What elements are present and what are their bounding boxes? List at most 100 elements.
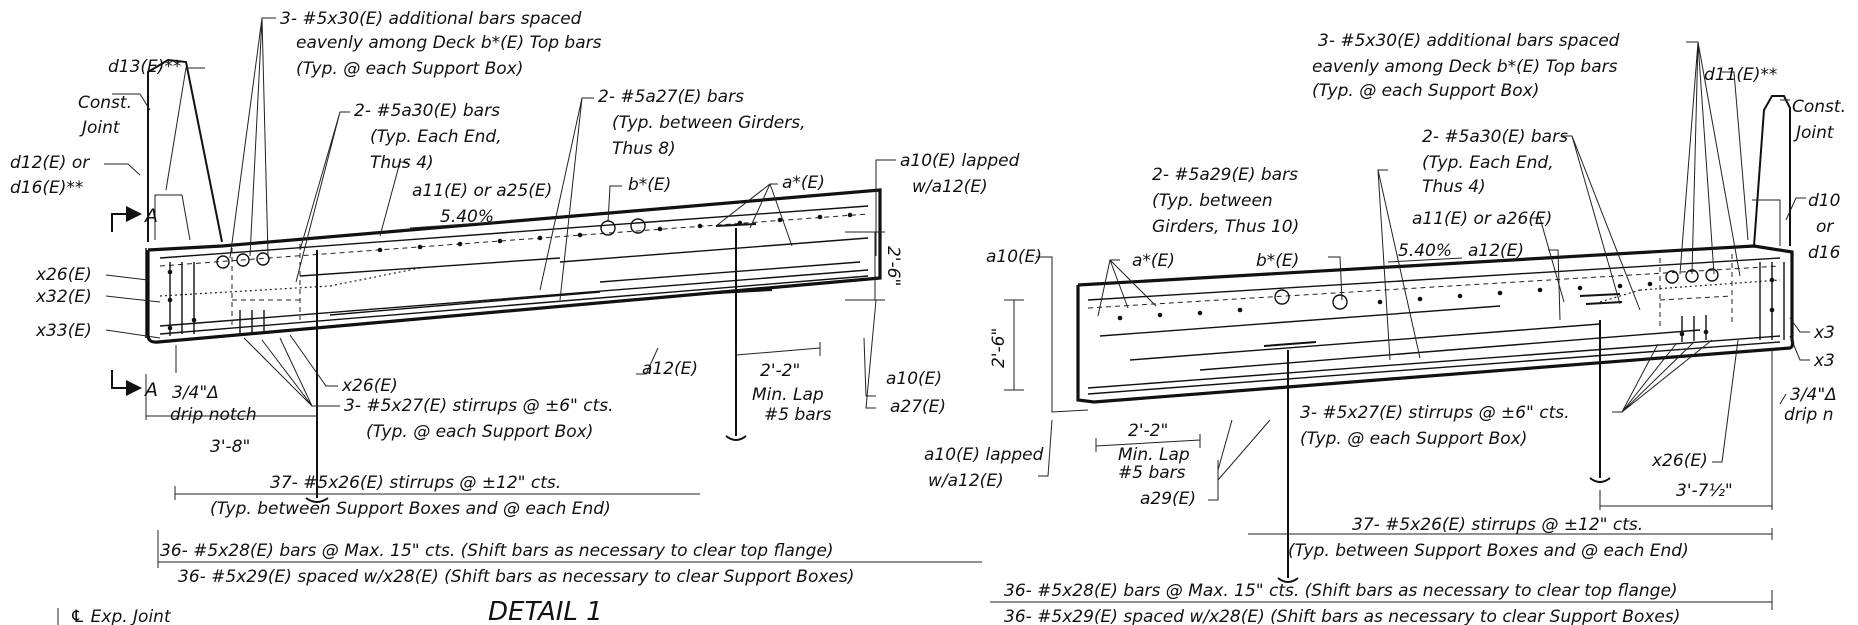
left-x28-bars: 36- #5x28(E) bars @ Max. 15" cts. (Shift…	[160, 541, 834, 561]
left-drip-notch-2: drip notch	[170, 405, 257, 425]
left-x26-label: x26(E)	[35, 265, 92, 285]
left-a30-note-2: (Typ. Each End,	[370, 127, 502, 147]
right-a12-label: a12(E)	[1468, 241, 1524, 261]
left-a27-note-1: 2- #5a27(E) bars	[598, 87, 744, 107]
right-lap-dimension: 2'-2"	[1128, 421, 1168, 441]
right-detail	[990, 41, 1810, 610]
right-deck-outline	[1076, 244, 1795, 404]
right-girder-2	[1585, 301, 1623, 483]
right-slope-label: 5.40%	[1398, 241, 1452, 261]
left-a30-note-1: 2- #5a30(E) bars	[354, 101, 500, 121]
left-x26-bottom-label: x26(E)	[341, 376, 398, 396]
right-d10-1: d10	[1808, 191, 1840, 211]
left-rebar-dots	[167, 212, 853, 331]
right-stirrups-note-2: (Typ. @ each Support Box)	[1300, 429, 1527, 449]
right-a29-note-2: (Typ. between	[1152, 191, 1273, 211]
right-const-joint-1: Const.	[1792, 97, 1846, 117]
right-x3a-label: x3	[1813, 323, 1835, 343]
left-const-joint-1: Const.	[78, 93, 132, 113]
left-astar-label: a*(E)	[782, 173, 825, 193]
left-x33-label: x33(E)	[35, 321, 92, 341]
left-depth-dimension: 2'-6"	[883, 246, 903, 286]
right-const-joint-2: Joint	[1793, 123, 1835, 143]
right-x26-stirrups-1: 37- #5x26(E) stirrups @ ±12" cts.	[1352, 515, 1643, 535]
right-girder-1	[1263, 341, 1317, 583]
left-top-note-1: 3- #5x30(E) additional bars spaced	[280, 9, 582, 29]
left-a27-note-2: (Typ. between Girders,	[612, 113, 806, 133]
right-a30-note-1: 2- #5a30(E) bars	[1422, 127, 1568, 147]
left-min-lap-2: #5 bars	[764, 405, 832, 425]
right-a10-lapped-1: a10(E) lapped	[924, 445, 1044, 465]
detail-title: DETAIL 1	[488, 597, 603, 625]
right-a11-label: a11(E) or a26(E)	[1412, 209, 1552, 229]
right-bstar-label: b*(E)	[1256, 251, 1299, 271]
right-a10-left-label: a10(E)	[986, 247, 1042, 267]
left-a10-lapped-1: a10(E) lapped	[900, 151, 1020, 171]
right-drip-notch-1: 3/4"Δ	[1790, 385, 1837, 405]
right-top-note-2: eavenly among Deck b*(E) Top bars	[1312, 57, 1618, 77]
left-section-arrow-top	[111, 213, 126, 232]
right-a10-lapped-2: w/a12(E)	[928, 471, 1004, 491]
right-x28-bars: 36- #5x28(E) bars @ Max. 15" cts. (Shift…	[1004, 581, 1678, 601]
left-x32-label: x32(E)	[35, 287, 92, 307]
left-d12-label-1: d12(E) or	[10, 153, 90, 173]
left-girder-2	[715, 223, 757, 441]
right-x26-label: x26(E)	[1651, 451, 1708, 471]
left-x26-stirrups-2: (Typ. between Support Boxes and @ each E…	[210, 499, 611, 519]
left-detail	[104, 17, 982, 568]
left-top-note-3: (Typ. @ each Support Box)	[296, 59, 523, 79]
right-x26-stirrups-2: (Typ. between Support Boxes and @ each E…	[1288, 541, 1689, 561]
right-top-note-1: 3- #5x30(E) additional bars spaced	[1318, 31, 1620, 51]
left-stirrups-note-2: (Typ. @ each Support Box)	[366, 422, 593, 442]
right-d10-2: or	[1816, 217, 1834, 237]
left-x26-stirrups-1: 37- #5x26(E) stirrups @ ±12" cts.	[270, 473, 561, 493]
left-bstar-label: b*(E)	[628, 175, 671, 195]
right-a30-note-2: (Typ. Each End,	[1422, 153, 1554, 173]
right-x29-bars: 36- #5x29(E) spaced w/x28(E) (Shift bars…	[1004, 607, 1680, 625]
left-lap-dimension: 2'-2"	[760, 361, 800, 381]
right-a30-note-3: Thus 4)	[1422, 177, 1486, 197]
right-min-lap-1: Min. Lap	[1118, 445, 1190, 465]
right-stirrups-note-1: 3- #5x27(E) stirrups @ ±6" cts.	[1300, 403, 1570, 423]
left-a11-label: a11(E) or a25(E)	[412, 181, 552, 201]
left-min-lap-1: Min. Lap	[752, 385, 824, 405]
right-rebar-dots	[1117, 277, 1775, 337]
left-a27-label: a27(E)	[890, 397, 946, 417]
left-slope-label: 5.40%	[440, 207, 494, 227]
right-dim-3-7: 3'-7½"	[1676, 481, 1733, 501]
left-top-note-2: eavenly among Deck b*(E) Top bars	[296, 33, 602, 53]
right-d10-3: d16	[1808, 243, 1841, 263]
right-x3b-label: x3	[1813, 351, 1835, 371]
left-labels: 3- #5x30(E) additional bars spaced eaven…	[10, 9, 1020, 625]
right-drip-notch-2: drip n	[1784, 405, 1833, 425]
right-barrier	[1753, 95, 1791, 247]
left-dim-3-8: 3'-8"	[210, 437, 250, 457]
left-barrier	[147, 58, 223, 243]
left-d13-label: d13(E)**	[108, 57, 181, 77]
left-girder-1	[305, 250, 329, 503]
left-drip-notch-1: 3/4"Δ	[172, 383, 219, 403]
right-a29-note-3: Girders, Thus 10)	[1152, 217, 1299, 237]
left-const-joint-2: Joint	[79, 118, 121, 138]
left-x29-bars: 36- #5x29(E) spaced w/x28(E) (Shift bars…	[178, 567, 854, 587]
left-a12-label: a12(E)	[642, 359, 698, 379]
left-a10-right-label: a10(E)	[886, 369, 942, 389]
right-labels: 3- #5x30(E) additional bars spaced eaven…	[924, 31, 1846, 625]
left-section-a-bottom: A	[143, 379, 158, 401]
right-top-note-3: (Typ. @ each Support Box)	[1312, 81, 1539, 101]
right-min-lap-2: #5 bars	[1118, 463, 1186, 483]
left-a27-note-3: Thus 8)	[612, 139, 676, 159]
left-d12-label-2: d16(E)**	[10, 178, 83, 198]
right-a29-label: a29(E)	[1140, 489, 1196, 509]
right-d11-label: d11(E)**	[1704, 65, 1777, 85]
left-section-arrow-bottom	[111, 370, 126, 389]
left-stirrups-note-1: 3- #5x27(E) stirrups @ ±6" cts.	[344, 396, 614, 416]
right-a29-note-1: 2- #5a29(E) bars	[1152, 165, 1298, 185]
left-exp-joint: ℄ Exp. Joint	[70, 607, 172, 625]
right-depth-dimension: 2'-6"	[989, 328, 1009, 368]
right-astar-label: a*(E)	[1132, 251, 1175, 271]
left-a10-lapped-2: w/a12(E)	[912, 177, 988, 197]
left-section-a-top: A	[143, 205, 158, 227]
left-a30-note-3: Thus 4)	[370, 153, 434, 173]
